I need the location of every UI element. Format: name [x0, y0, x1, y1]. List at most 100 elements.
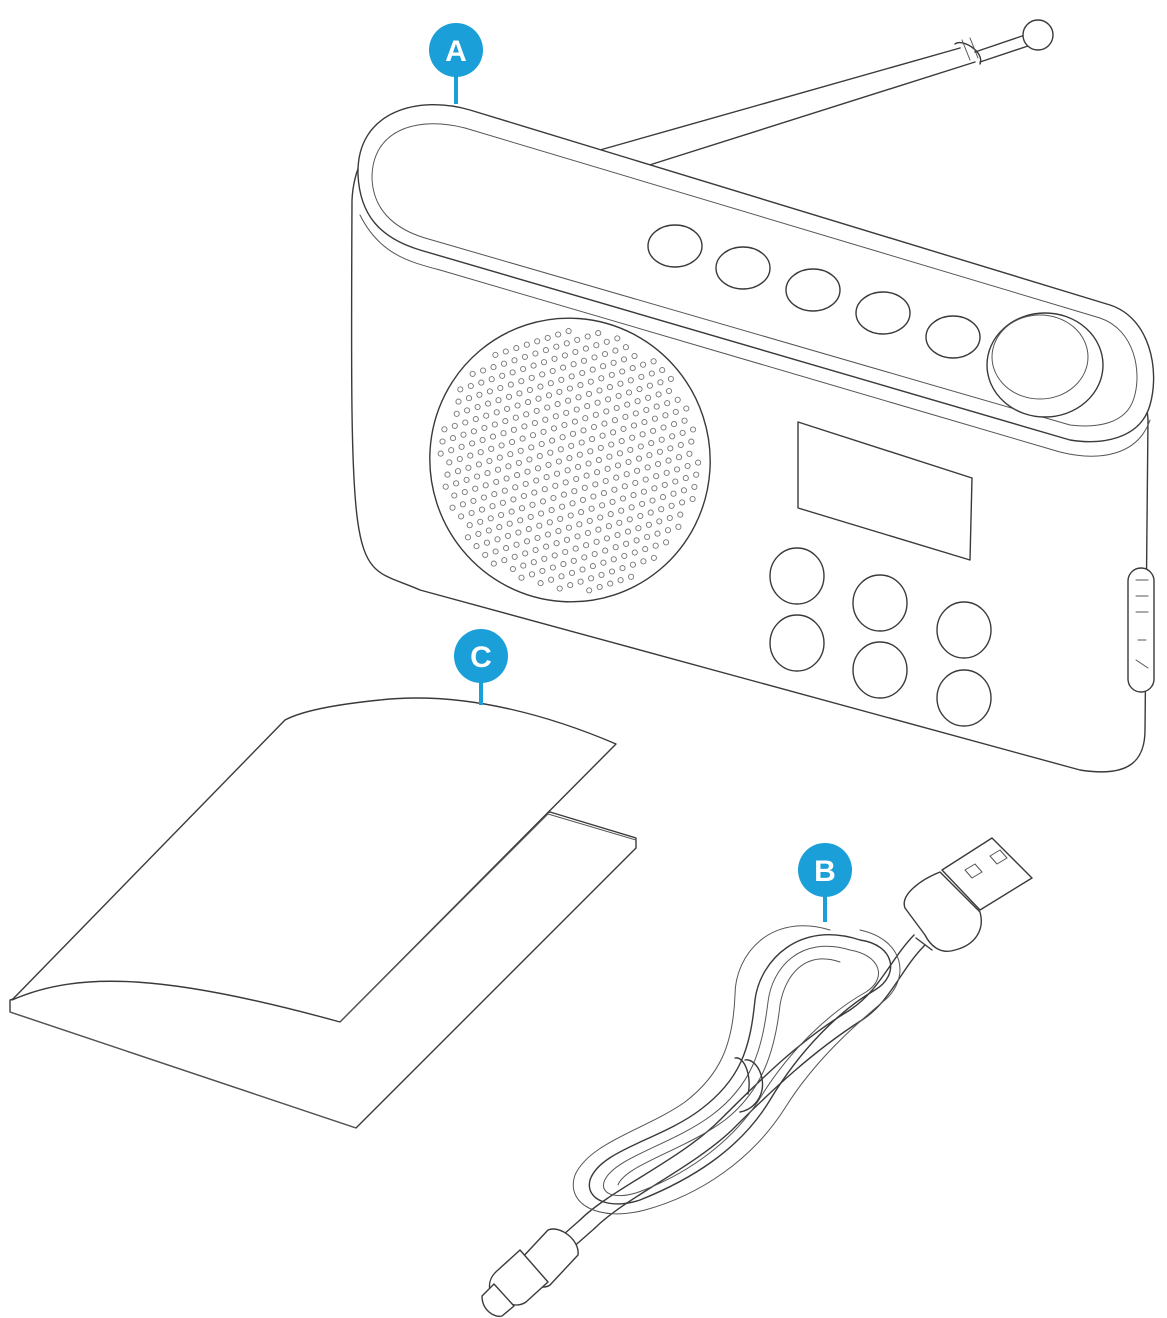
- grille-dot: [475, 461, 482, 468]
- grille-dot: [536, 522, 543, 529]
- grille-dot: [559, 434, 566, 441]
- grille-dot: [437, 450, 444, 457]
- grille-dot: [611, 417, 618, 424]
- grille-dot: [588, 505, 595, 512]
- grille-dot: [620, 356, 628, 363]
- grille-dot: [630, 492, 637, 499]
- grille-dot: [571, 418, 578, 425]
- grille-dot: [538, 510, 545, 517]
- grille-dot: [616, 519, 623, 526]
- grille-dot: [444, 471, 451, 478]
- grille-dot: [603, 338, 610, 345]
- grille-dot: [539, 498, 547, 505]
- grille-dot: [691, 483, 698, 490]
- grille-dot: [661, 481, 668, 488]
- grille-dot: [656, 518, 663, 525]
- grille-dot: [606, 453, 613, 460]
- grille-dot: [610, 359, 617, 366]
- grille-dot: [637, 512, 644, 520]
- grille-dot: [657, 379, 664, 386]
- grille-dot: [680, 487, 687, 494]
- grille-dot: [530, 559, 537, 566]
- grille-dot: [556, 388, 563, 395]
- grille-dot: [468, 509, 475, 517]
- grille-dot: [568, 442, 575, 449]
- grille-dot: [520, 492, 527, 500]
- grille-dot: [560, 561, 567, 568]
- grille-dot: [587, 378, 594, 385]
- grille-dot: [579, 566, 586, 573]
- grille-dot: [528, 571, 536, 578]
- grille-dot: [576, 451, 583, 458]
- grille-dot: [494, 466, 502, 473]
- grille-dot: [562, 479, 569, 486]
- grille-dot: [490, 364, 497, 371]
- grille-dot: [582, 415, 589, 422]
- grille-dot: [639, 500, 646, 507]
- grille-dot: [648, 370, 655, 377]
- grille-dot: [470, 497, 477, 504]
- grille-dot: [613, 474, 620, 481]
- grille-dot: [556, 585, 563, 592]
- grille-dot: [537, 580, 544, 587]
- grille-dot: [577, 382, 584, 389]
- grille-dot: [479, 436, 486, 444]
- grille-dot: [601, 420, 608, 427]
- grille-dot: [451, 492, 458, 499]
- grille-dot: [610, 429, 617, 436]
- grille-dot: [582, 345, 589, 352]
- grille-dot: [541, 555, 548, 562]
- grille-dot: [513, 345, 520, 352]
- grille-dot: [645, 521, 652, 528]
- grille-dot: [568, 373, 575, 380]
- grille-dot: [547, 449, 554, 456]
- grille-dot: [645, 394, 652, 401]
- grille-dot: [640, 488, 647, 495]
- portable-radio-icon: A: [350, 19, 1155, 773]
- grille-dot: [565, 328, 572, 335]
- grille-dot: [478, 379, 485, 386]
- grille-dot: [463, 476, 470, 483]
- grille-dot: [555, 331, 562, 338]
- grille-dot: [512, 484, 519, 491]
- grille-dot: [530, 362, 537, 369]
- grille-dot: [662, 412, 669, 419]
- grille-dot: [469, 370, 476, 377]
- grille-dot: [542, 416, 549, 423]
- grille-dot: [632, 479, 639, 486]
- grille-dot: [545, 392, 553, 399]
- usb-a-plug: [903, 837, 1033, 952]
- grille-dot: [555, 528, 562, 535]
- grille-dot: [627, 377, 634, 384]
- grille-dot: [492, 548, 499, 555]
- grille-dot: [669, 433, 676, 440]
- grille-dot: [517, 517, 524, 524]
- grille-dot: [554, 470, 561, 477]
- grille-dot: [537, 383, 544, 390]
- grille-dot: [495, 397, 502, 404]
- grille-dot: [635, 525, 642, 532]
- grille-dot: [693, 471, 700, 478]
- grille-dot: [608, 568, 616, 575]
- grille-dot: [528, 444, 535, 451]
- grille-dot: [540, 428, 547, 435]
- grille-dot: [503, 475, 510, 482]
- grille-dot: [477, 449, 484, 456]
- grille-dot: [464, 534, 471, 541]
- antenna: [599, 19, 1054, 169]
- grille-dot: [551, 355, 558, 362]
- grille-dot: [667, 445, 674, 452]
- grille-dot: [491, 491, 498, 498]
- grille-dot: [656, 448, 663, 455]
- grille-dot: [484, 400, 492, 407]
- grille-dot: [538, 440, 545, 448]
- grille-dot: [618, 507, 625, 514]
- grille-dot: [534, 338, 541, 345]
- grille-dot: [509, 438, 516, 446]
- grille-dot: [453, 410, 460, 417]
- grille-dot: [564, 467, 571, 474]
- grille-dot: [583, 542, 590, 549]
- grille-dot: [536, 453, 543, 460]
- grille-dot: [514, 402, 521, 409]
- grille-dot: [629, 434, 636, 441]
